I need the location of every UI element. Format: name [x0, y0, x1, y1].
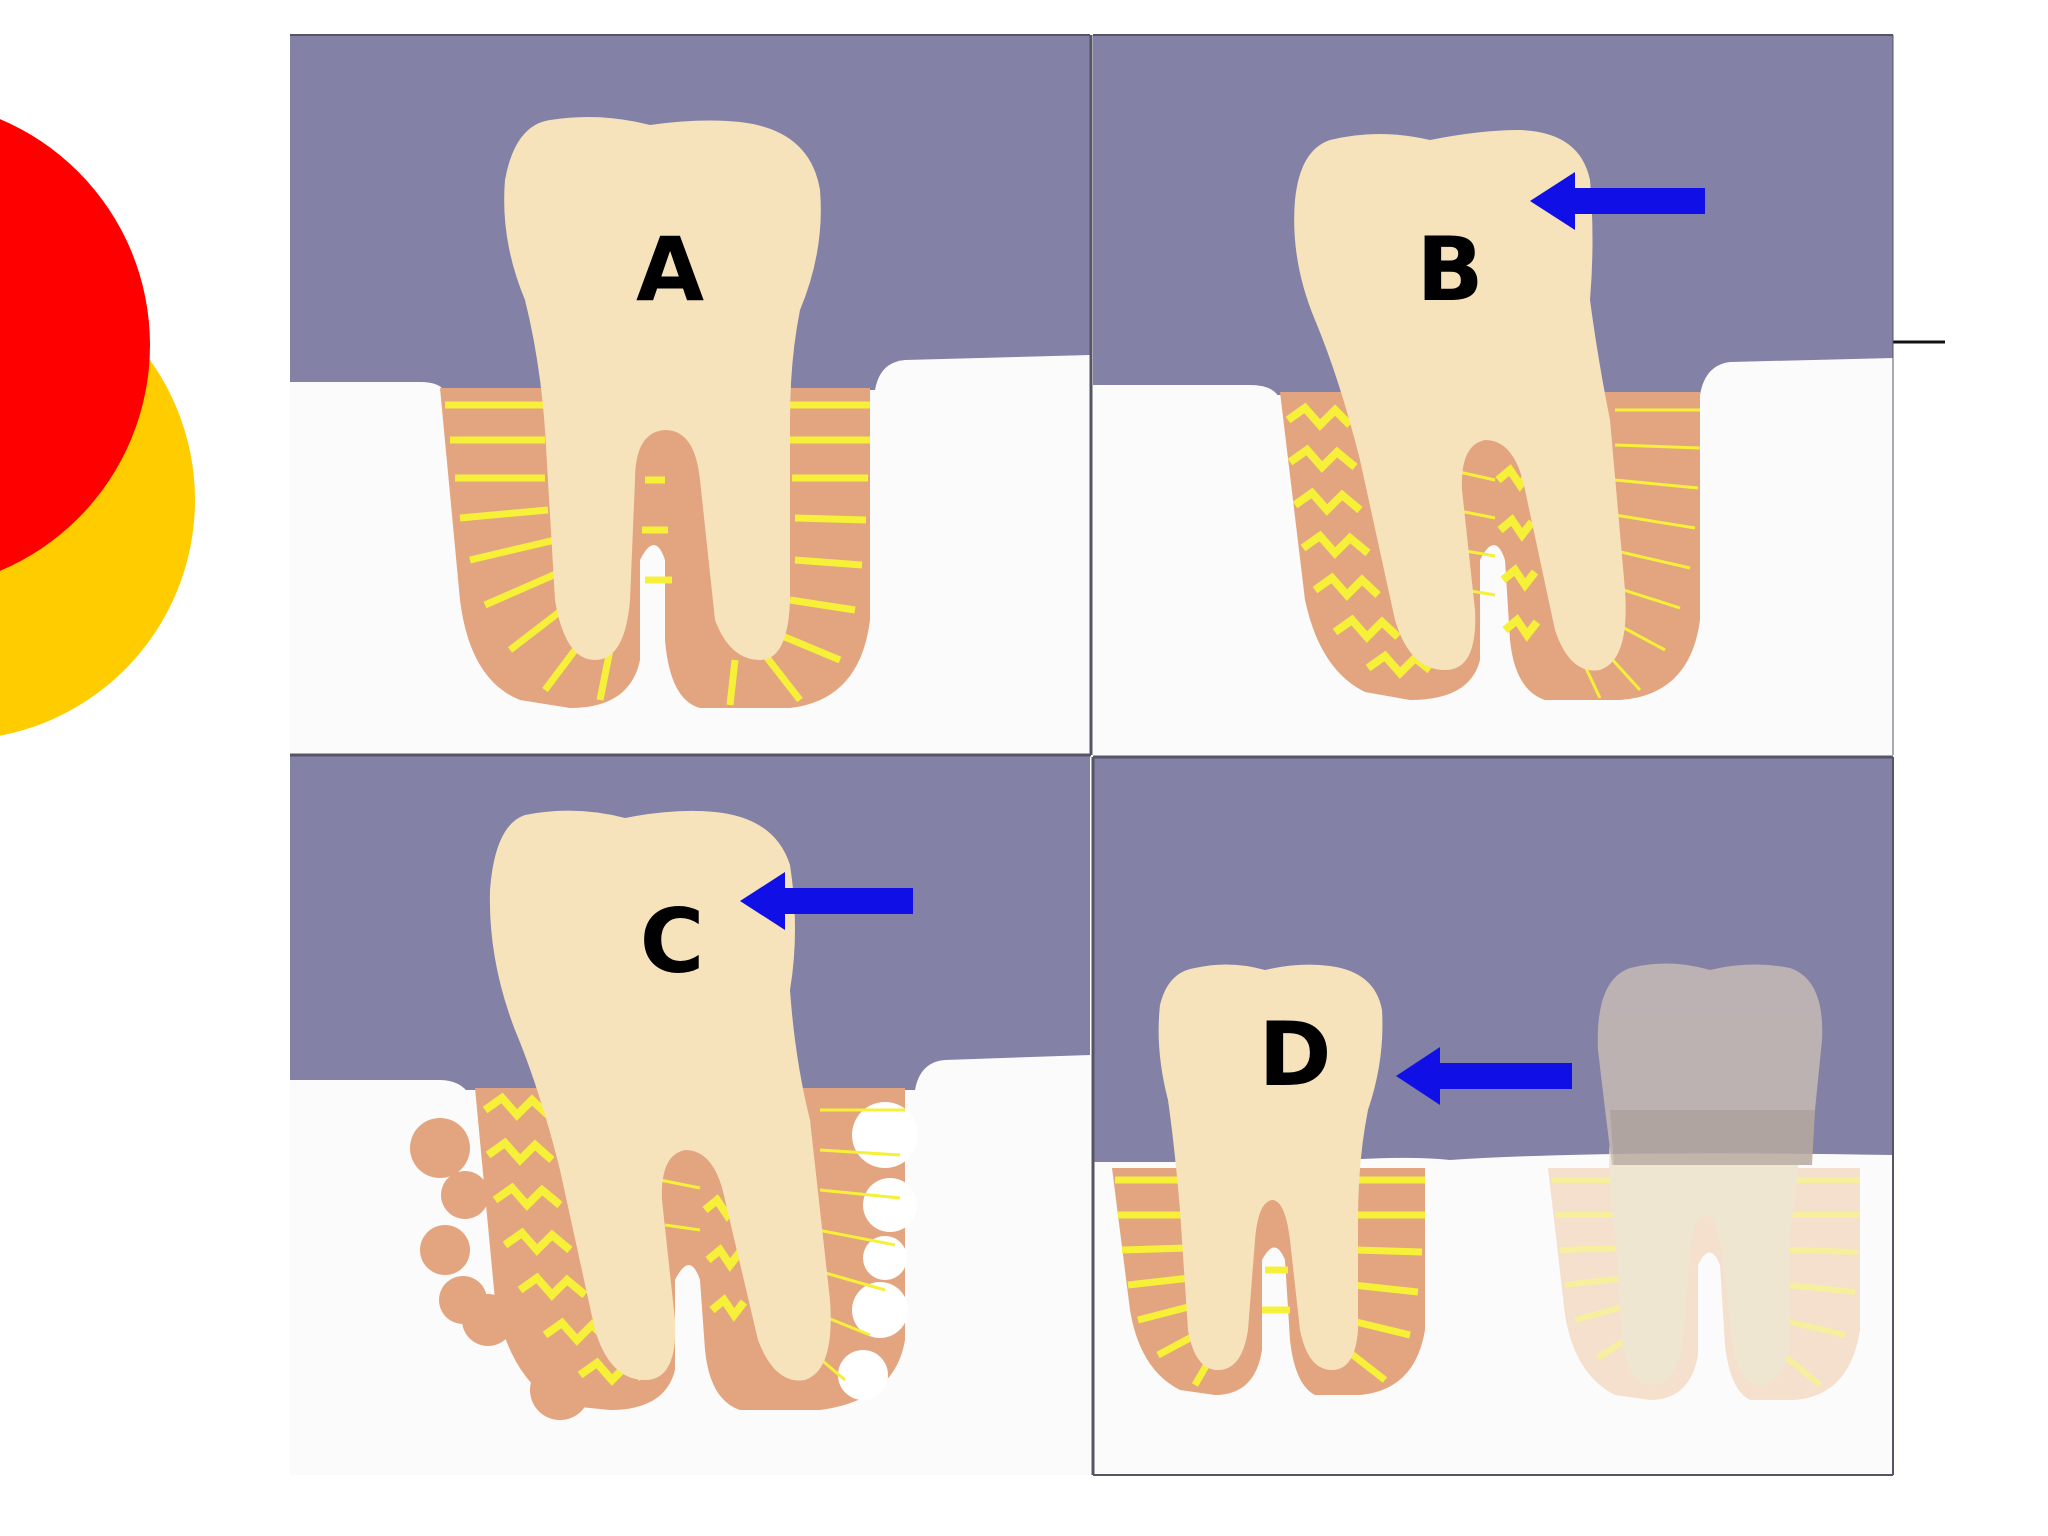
panel-d-tooth	[1158, 964, 1383, 1370]
decorative-logo	[0, 119, 195, 736]
panel-c-label: C	[640, 890, 705, 993]
panel-d-label: D	[1258, 1003, 1331, 1106]
panel-d-missing-tooth	[1548, 963, 1860, 1400]
panel-a-tooth	[504, 116, 821, 660]
panel-a-label: A	[636, 218, 704, 321]
panel-frames	[290, 34, 1894, 1476]
arrow-left-icon	[740, 872, 913, 930]
panel-a: A	[290, 35, 1090, 755]
panel-b-fibers-stretched	[1285, 402, 1541, 679]
panel-c: C	[290, 755, 1090, 1475]
panel-b-tooth	[1294, 130, 1626, 671]
panel-c-gum-right	[915, 1055, 1090, 1475]
panel-b: B	[1093, 35, 1893, 755]
panel-d-ghost-crown-band	[1610, 1110, 1815, 1165]
panel-a-fibers	[445, 401, 870, 706]
arrow-left-icon	[1530, 172, 1705, 230]
panel-a-gum-right	[875, 355, 1090, 755]
panel-d-fibers	[1115, 1176, 1425, 1387]
panel-d-ghost-root	[1609, 1110, 1800, 1385]
decorative-circle-red	[0, 119, 150, 571]
panel-c-tooth	[489, 810, 831, 1381]
panel-b-gum-right	[1700, 358, 1893, 755]
panel-c-resorption-left	[410, 1118, 590, 1420]
panel-b-label: B	[1416, 218, 1483, 321]
panel-a-gum	[290, 382, 445, 755]
panel-c-resorption-right	[838, 1102, 918, 1400]
panel-d: D	[1093, 758, 1893, 1475]
panel-c-gum-left	[290, 1080, 470, 1475]
panel-b-gum-left	[1093, 385, 1280, 755]
arrow-left-icon	[1396, 1047, 1572, 1105]
